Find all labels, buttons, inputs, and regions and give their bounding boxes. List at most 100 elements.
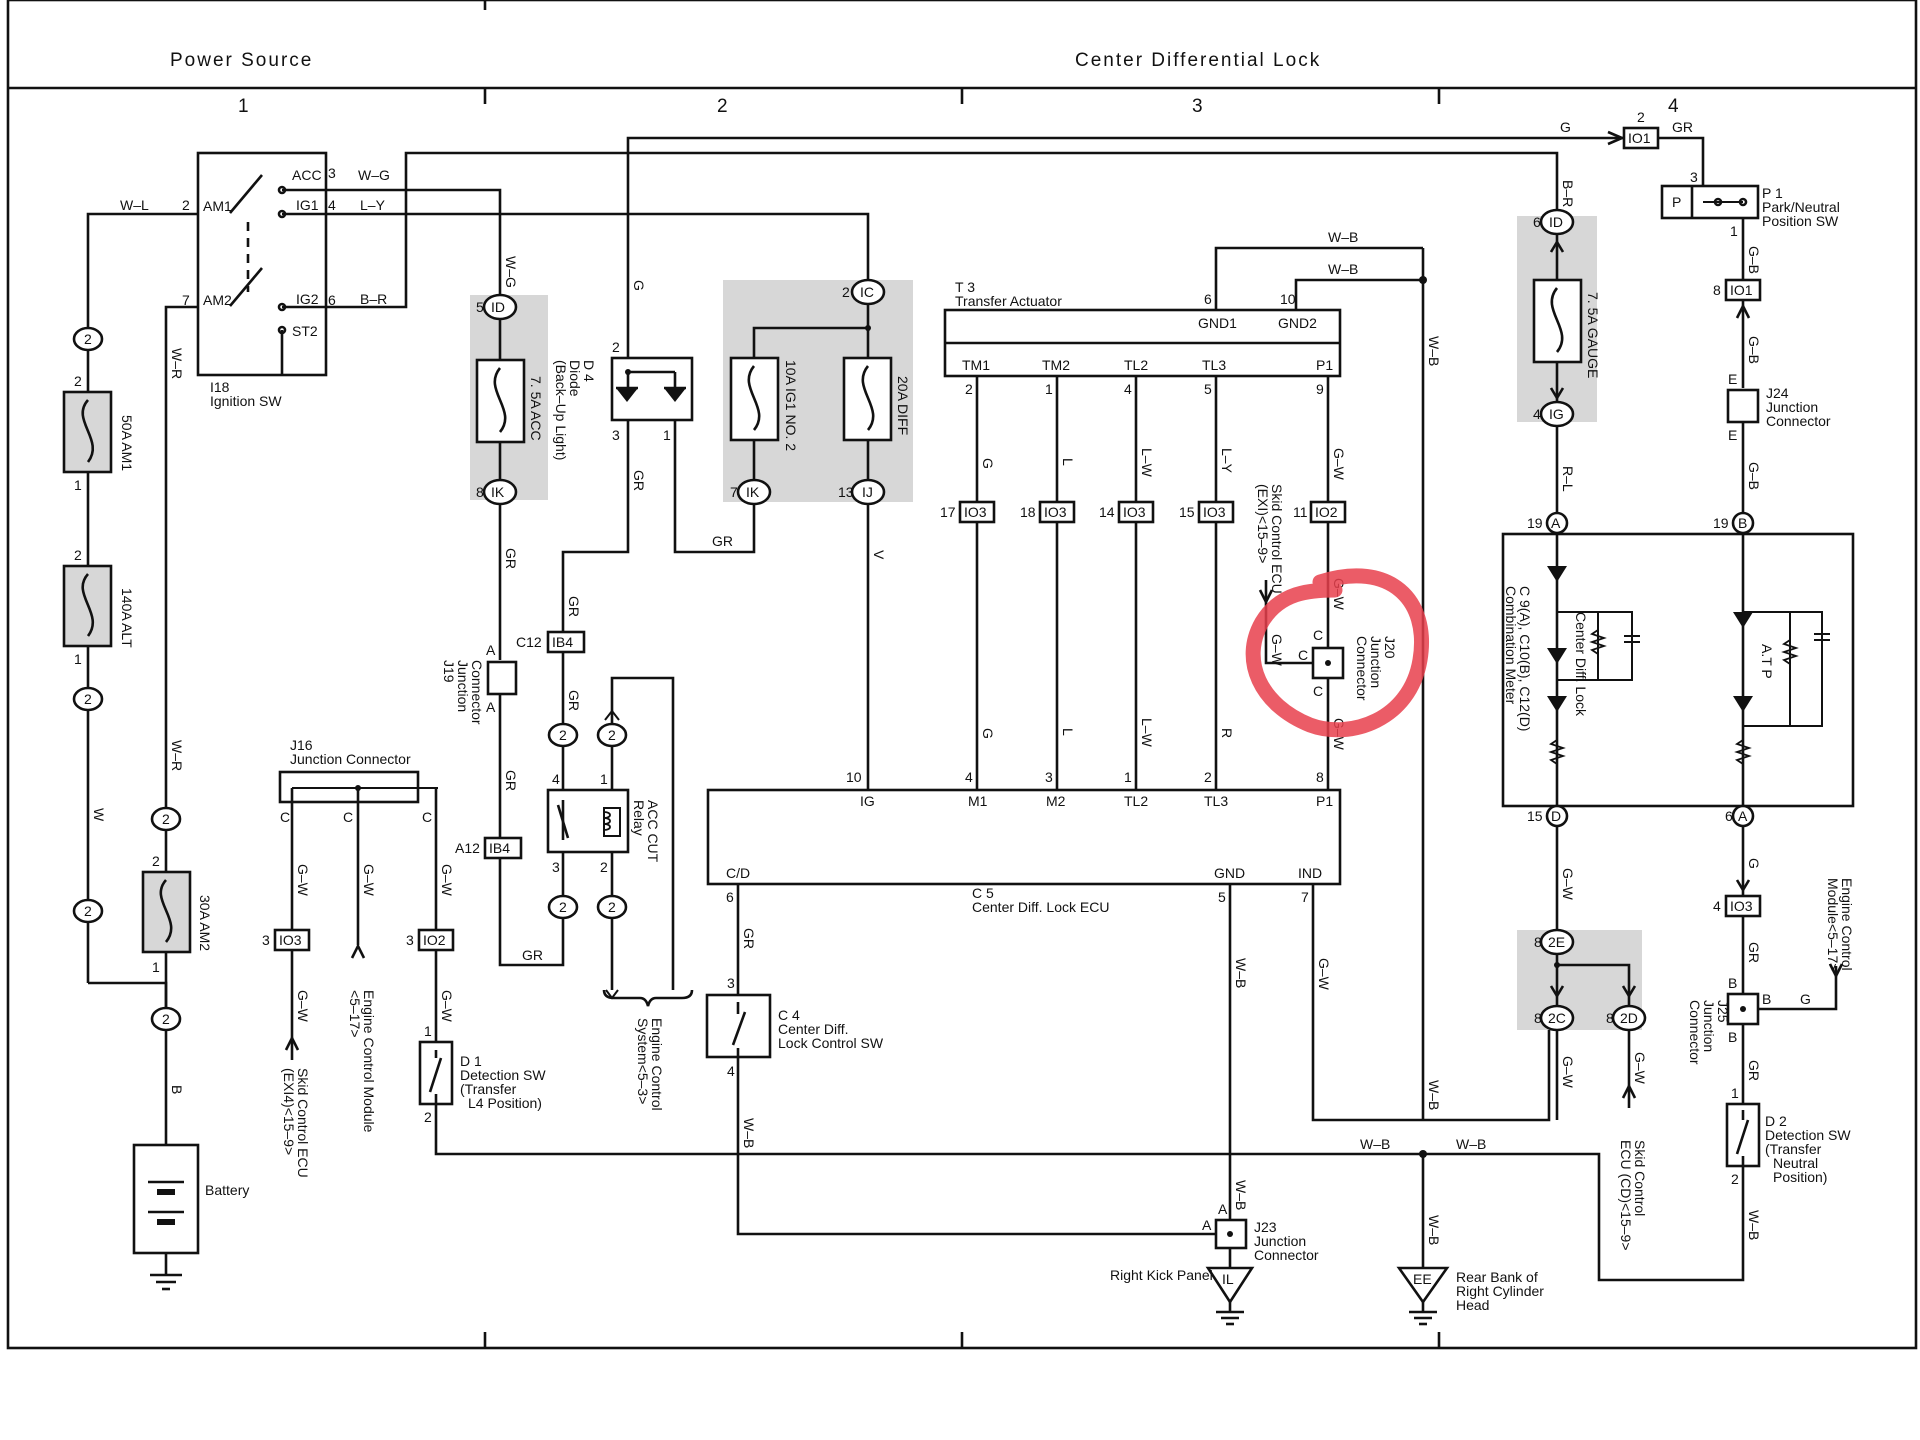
svg-text:Connector: Connector bbox=[1354, 636, 1370, 701]
svg-text:8: 8 bbox=[1713, 282, 1721, 298]
svg-text:Connector: Connector bbox=[469, 660, 485, 725]
svg-text:J20: J20 bbox=[1382, 636, 1398, 659]
svg-text:GR: GR bbox=[741, 928, 757, 949]
svg-text:W–B: W–B bbox=[1746, 1210, 1762, 1240]
svg-text:G–W: G–W bbox=[439, 990, 455, 1023]
svg-text:C 4: C 4 bbox=[778, 1007, 800, 1023]
svg-text:EE: EE bbox=[1413, 1271, 1432, 1287]
svg-text:Head: Head bbox=[1456, 1297, 1489, 1313]
svg-text:B: B bbox=[169, 1085, 185, 1094]
connector-ik-ig1: IK7 bbox=[730, 478, 772, 506]
svg-text:W–L: W–L bbox=[120, 197, 149, 213]
svg-text:Right Kick Panel: Right Kick Panel bbox=[1110, 1267, 1213, 1283]
svg-text:10A IG1 NO. 2: 10A IG1 NO. 2 bbox=[783, 360, 799, 451]
svg-text:3: 3 bbox=[406, 932, 414, 948]
c4-center-diff-lock-control-sw: 3 4 C 4 Center Diff. Lock Control SW bbox=[705, 975, 884, 1079]
svg-text:2: 2 bbox=[424, 1109, 432, 1125]
diode-d4: 2 3 1 D 4 Diode (Back–Up Light) bbox=[553, 339, 694, 460]
svg-text:ID: ID bbox=[491, 299, 505, 315]
svg-text:IG: IG bbox=[860, 793, 875, 809]
svg-text:G–W: G–W bbox=[295, 864, 311, 897]
svg-text:8: 8 bbox=[1316, 769, 1324, 785]
svg-text:IG1: IG1 bbox=[296, 197, 319, 213]
svg-text:IL: IL bbox=[1222, 1271, 1234, 1287]
svg-text:C12: C12 bbox=[516, 634, 542, 650]
svg-text:IK: IK bbox=[491, 484, 505, 500]
svg-text:Engine Control: Engine Control bbox=[649, 1018, 665, 1111]
svg-text:2: 2 bbox=[600, 859, 608, 875]
svg-text:B: B bbox=[1728, 1029, 1737, 1045]
svg-text:(EXI)<15–9>: (EXI)<15–9> bbox=[1255, 484, 1271, 563]
svg-text:4: 4 bbox=[727, 1063, 735, 1079]
svg-text:W: W bbox=[91, 808, 107, 822]
j19-junction: A A J19 Junction Connector bbox=[441, 642, 518, 725]
svg-text:L–Y: L–Y bbox=[1219, 448, 1235, 474]
svg-text:6: 6 bbox=[328, 292, 336, 308]
svg-text:GR: GR bbox=[522, 947, 543, 963]
svg-text:B: B bbox=[1762, 991, 1771, 1007]
svg-text:IG2: IG2 bbox=[296, 291, 319, 307]
connector-id-gauge: ID6 bbox=[1533, 208, 1575, 236]
svg-text:A: A bbox=[1738, 808, 1748, 824]
svg-text:GR: GR bbox=[1746, 1060, 1762, 1081]
svg-text:Lock Control SW: Lock Control SW bbox=[778, 1035, 884, 1051]
svg-text:C: C bbox=[1313, 683, 1323, 699]
svg-text:2: 2 bbox=[162, 811, 170, 827]
connector-2c: 2C8 bbox=[1534, 1004, 1575, 1032]
svg-text:2: 2 bbox=[182, 197, 190, 213]
svg-text:2: 2 bbox=[1637, 109, 1645, 125]
svg-text:Junction: Junction bbox=[1766, 399, 1818, 415]
svg-text:TM2: TM2 bbox=[1042, 357, 1070, 373]
svg-text:(Transfer: (Transfer bbox=[460, 1081, 517, 1097]
svg-text:W–G: W–G bbox=[503, 256, 519, 288]
svg-text:6: 6 bbox=[1533, 214, 1541, 230]
svg-text:2: 2 bbox=[612, 339, 620, 355]
skid-control-ecu-exi: Skid Control ECU (EXI)<15–9> bbox=[1255, 484, 1285, 594]
svg-text:7. 5A GAUGE: 7. 5A GAUGE bbox=[1585, 292, 1601, 378]
svg-text:B: B bbox=[1738, 515, 1747, 531]
svg-text:4: 4 bbox=[1533, 406, 1541, 422]
svg-text:2: 2 bbox=[559, 899, 567, 915]
j16-junction-connector: J16 Junction Connector C C C bbox=[278, 737, 438, 825]
svg-text:IO3: IO3 bbox=[1730, 898, 1753, 914]
svg-text:11: 11 bbox=[1293, 504, 1308, 520]
fuse-7-5a-acc: 7. 5A ACC bbox=[475, 358, 544, 444]
svg-text:Diode: Diode bbox=[567, 360, 583, 397]
svg-text:IO3: IO3 bbox=[1123, 504, 1146, 520]
svg-text:B: B bbox=[1728, 975, 1737, 991]
svg-text:A: A bbox=[1218, 1201, 1228, 1217]
connector-ib4-a12: IB4 A12 bbox=[455, 836, 523, 860]
svg-text:2: 2 bbox=[84, 691, 92, 707]
svg-text:Junction: Junction bbox=[455, 660, 471, 712]
svg-text:AM2: AM2 bbox=[203, 292, 232, 308]
svg-text:IO1: IO1 bbox=[1628, 130, 1651, 146]
svg-text:6: 6 bbox=[726, 889, 734, 905]
svg-text:1: 1 bbox=[1124, 769, 1132, 785]
skid-control-ecu-exi4: Skid Control ECU (EXI4)<15–9> bbox=[281, 1068, 311, 1178]
svg-text:C: C bbox=[343, 809, 353, 825]
svg-text:7: 7 bbox=[730, 484, 738, 500]
svg-text:2: 2 bbox=[74, 373, 82, 389]
svg-text:Connector: Connector bbox=[1687, 1000, 1703, 1065]
svg-text:Combination Meter: Combination Meter bbox=[1503, 586, 1519, 705]
svg-text:W–B: W–B bbox=[1426, 1215, 1442, 1245]
svg-text:IO1: IO1 bbox=[1730, 282, 1753, 298]
svg-text:GR: GR bbox=[1746, 942, 1762, 963]
svg-text:G: G bbox=[1560, 119, 1571, 135]
svg-text:Module<5–17>: Module<5–17> bbox=[1825, 878, 1841, 971]
svg-text:J19: J19 bbox=[441, 660, 457, 683]
svg-text:4: 4 bbox=[328, 197, 336, 213]
ignition-switch: ACC AM1 IG1 AM2 IG2 ST2 3 2 4 7 6 I18 Ig… bbox=[182, 151, 336, 409]
svg-text:C: C bbox=[1298, 647, 1308, 663]
svg-text:Connector: Connector bbox=[1254, 1247, 1319, 1263]
svg-text:Junction: Junction bbox=[1254, 1233, 1306, 1249]
svg-text:D 2: D 2 bbox=[1765, 1113, 1787, 1129]
svg-text:Skid Control ECU: Skid Control ECU bbox=[295, 1068, 311, 1178]
svg-text:C 9(A), C10(B), C12(D): C 9(A), C10(B), C12(D) bbox=[1517, 586, 1533, 731]
svg-text:2: 2 bbox=[842, 284, 850, 300]
fuse-10a-ig1-no2: 10A IG1 NO. 2 bbox=[729, 356, 799, 451]
